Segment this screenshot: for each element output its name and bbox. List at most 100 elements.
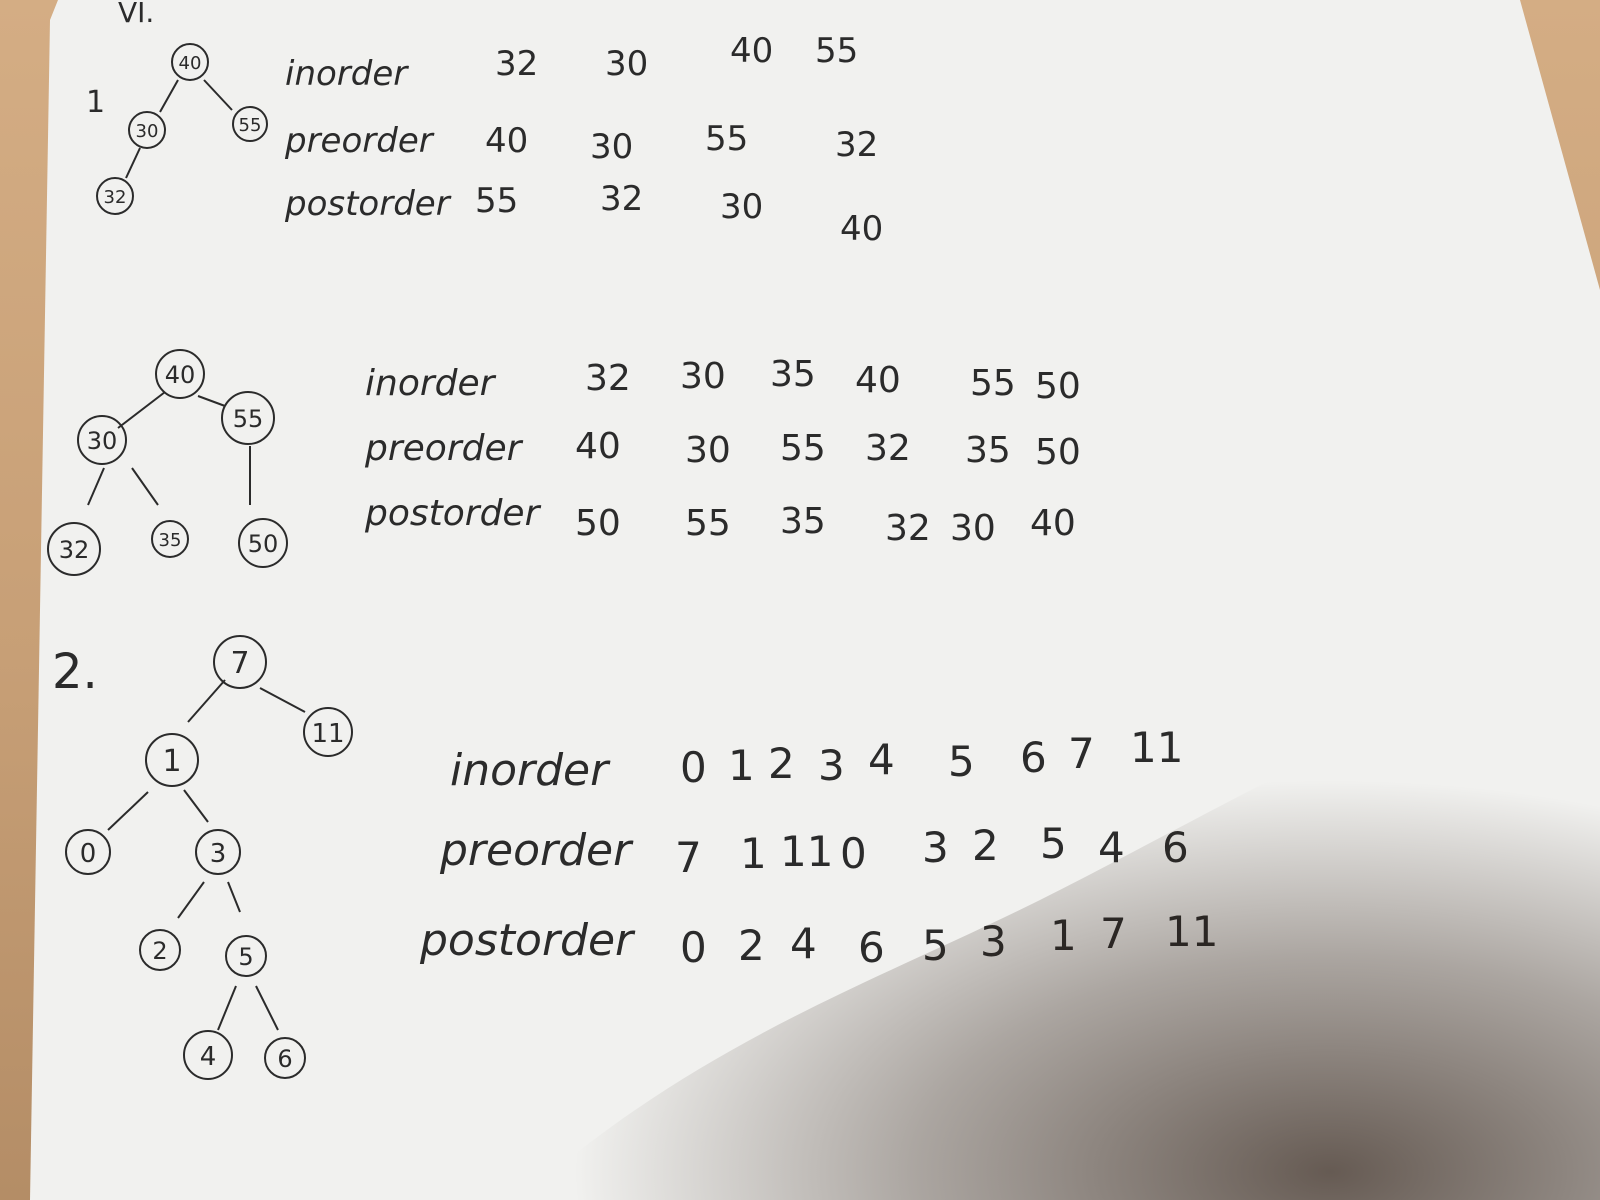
row-value: 40 xyxy=(1030,503,1076,544)
tree-node: 6 xyxy=(264,1037,306,1079)
row-value: 3 xyxy=(980,917,1007,966)
row-value: 55 xyxy=(780,428,826,469)
row-value: 4 xyxy=(1098,823,1125,872)
tree-node: 32 xyxy=(96,177,134,215)
row-value: 5 xyxy=(948,737,975,786)
row-value: 35 xyxy=(965,430,1011,471)
row-value: 0 xyxy=(680,743,707,792)
tree-node: 35 xyxy=(151,520,189,558)
tree-node: 30 xyxy=(77,415,127,465)
row-label: postorder xyxy=(284,184,452,224)
paper-surface xyxy=(30,0,1600,1200)
row-value: 32 xyxy=(885,508,931,549)
svg-text:30: 30 xyxy=(87,427,118,455)
svg-text:35: 35 xyxy=(159,530,182,551)
row-value: 4 xyxy=(868,735,895,784)
row-value: 3 xyxy=(922,823,949,872)
row-value: 5 xyxy=(1040,819,1067,868)
traversal-row: preorder 40 30 55 32 35 50 xyxy=(364,426,1081,473)
tree-edge xyxy=(197,395,226,407)
traversal-table-1: inorder 32 30 40 55 preorder 40 30 55 32… xyxy=(284,31,883,249)
svg-text:30: 30 xyxy=(136,121,159,142)
row-value: 0 xyxy=(840,829,867,878)
tree-node: 3 xyxy=(195,829,241,875)
traversal-row: inorder 32 30 35 40 55 50 xyxy=(365,354,1081,407)
row-label: postorder xyxy=(364,493,542,534)
tree-node: 2 xyxy=(139,929,181,971)
svg-text:5: 5 xyxy=(238,943,253,971)
row-value: 55 xyxy=(685,503,731,544)
row-value: 32 xyxy=(600,179,643,219)
tree-edge xyxy=(227,881,241,913)
tree-node: 55 xyxy=(232,106,268,142)
svg-text:50: 50 xyxy=(248,530,279,558)
row-label: preorder xyxy=(284,121,435,161)
row-value: 30 xyxy=(605,44,648,84)
row-value: 55 xyxy=(970,363,1016,404)
tree-node: 55 xyxy=(221,391,275,445)
row-value: 0 xyxy=(680,923,707,972)
tree-edge xyxy=(117,391,166,429)
tree-3: 7 1 11 0 3 2 5 xyxy=(65,635,353,1080)
section-1b: 40 30 55 32 35 50 xyxy=(47,349,1081,576)
traversal-row: postorder 55 32 30 40 xyxy=(284,179,883,249)
row-value: 11 xyxy=(1165,907,1218,956)
row-value: 32 xyxy=(865,428,911,469)
svg-text:55: 55 xyxy=(233,405,264,433)
row-value: 32 xyxy=(585,358,631,399)
tree-edge xyxy=(259,687,306,713)
section-number: 1 xyxy=(86,85,105,120)
row-value: 3 xyxy=(818,741,845,790)
svg-text:11: 11 xyxy=(311,719,344,749)
svg-text:2: 2 xyxy=(152,937,167,965)
row-value: 40 xyxy=(840,209,883,249)
row-value: 50 xyxy=(575,503,621,544)
row-label: postorder xyxy=(419,915,636,966)
tree-node: 4 xyxy=(183,1030,233,1080)
traversal-table-2: inorder 32 30 35 40 55 50 preorder 40 30… xyxy=(364,354,1081,549)
row-value: 6 xyxy=(1162,823,1189,872)
row-value: 55 xyxy=(475,181,518,221)
row-value: 2 xyxy=(738,921,765,970)
row-value: 1 xyxy=(740,829,767,878)
row-value: 7 xyxy=(675,833,702,882)
row-value: 50 xyxy=(1035,366,1081,407)
tree-node: 30 xyxy=(128,111,166,149)
svg-text:40: 40 xyxy=(165,361,196,389)
tree-node: 32 xyxy=(47,522,101,576)
row-value: 6 xyxy=(858,923,885,972)
row-value: 5 xyxy=(922,921,949,970)
svg-text:1: 1 xyxy=(162,744,181,779)
svg-text:40: 40 xyxy=(179,53,202,74)
row-value: 40 xyxy=(730,31,773,71)
tree-1: 40 30 55 32 xyxy=(96,43,268,215)
tree-2: 40 30 55 32 35 50 xyxy=(47,349,288,576)
row-value: 40 xyxy=(855,360,901,401)
row-value: 2 xyxy=(972,821,999,870)
row-value: 32 xyxy=(835,125,878,165)
tree-edge xyxy=(187,679,226,723)
row-value: 35 xyxy=(770,354,816,395)
tree-node: 40 xyxy=(155,349,205,399)
row-value: 11 xyxy=(1130,723,1183,772)
svg-text:32: 32 xyxy=(104,187,127,208)
tree-edge xyxy=(131,467,159,506)
row-value: 11 xyxy=(780,827,833,876)
row-value: 40 xyxy=(575,426,621,467)
svg-text:3: 3 xyxy=(210,839,227,869)
tree-edge xyxy=(255,985,279,1031)
tree-edge xyxy=(203,79,233,111)
row-value: 30 xyxy=(720,187,763,227)
row-value: 35 xyxy=(780,501,826,542)
row-value: 50 xyxy=(1035,432,1081,473)
row-label: inorder xyxy=(285,54,409,94)
tree-node: 40 xyxy=(171,43,209,81)
row-value: 1 xyxy=(1050,911,1077,960)
row-value: 55 xyxy=(705,119,748,159)
tree-node: 50 xyxy=(238,518,288,568)
tree-node: 1 xyxy=(145,733,199,787)
tree-edge xyxy=(217,985,237,1031)
row-value: 7 xyxy=(1100,909,1127,958)
svg-text:0: 0 xyxy=(80,839,97,869)
